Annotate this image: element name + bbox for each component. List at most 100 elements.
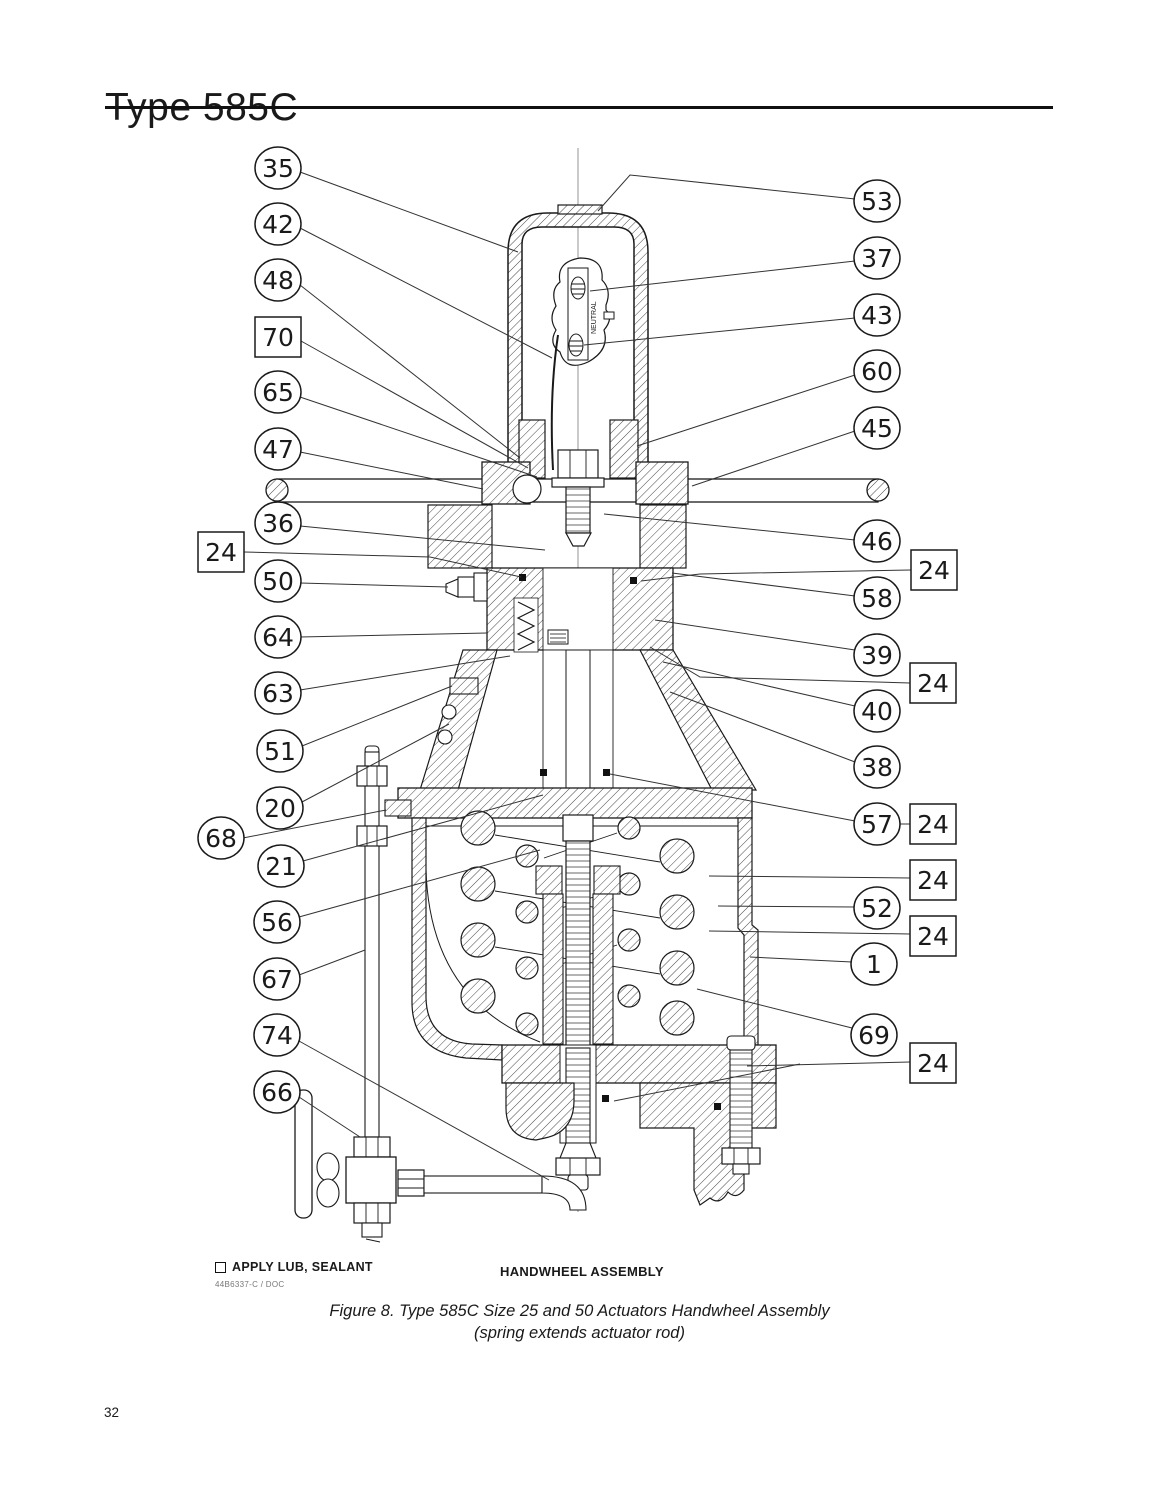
svg-text:24: 24 — [917, 810, 949, 839]
callout-46: 46 — [853, 519, 901, 563]
actuator-rod — [535, 814, 621, 1191]
svg-text:51: 51 — [264, 737, 296, 766]
callout-65: 65 — [254, 370, 302, 414]
svg-text:20: 20 — [264, 794, 296, 823]
svg-text:37: 37 — [861, 244, 893, 273]
svg-text:24: 24 — [917, 922, 949, 951]
page-number: 32 — [104, 1405, 120, 1420]
plate-screw-lower — [568, 333, 584, 357]
svg-text:63: 63 — [262, 679, 294, 708]
callout-24: 24 — [910, 549, 958, 591]
callout-bubbles: 35 42 48 70 65 47 36 24 50 64 63 51 20 68 21 56 67 74 66 53… — [197, 146, 958, 1114]
callout-38: 38 — [853, 745, 901, 789]
svg-text:64: 64 — [262, 623, 294, 652]
callout-40: 40 — [853, 689, 901, 733]
svg-text:74: 74 — [261, 1021, 293, 1050]
legend-note-text: APPLY LUB, SEALANT — [232, 1260, 373, 1274]
callout-24: 24 — [909, 662, 957, 704]
svg-text:21: 21 — [265, 852, 297, 881]
svg-text:36: 36 — [262, 509, 294, 538]
callout-70: 70 — [254, 316, 302, 358]
callout-36: 36 — [254, 501, 302, 545]
figure-caption-line2: (spring extends actuator rod) — [474, 1324, 685, 1342]
svg-text:24: 24 — [917, 1049, 949, 1078]
callout-69: 69 — [850, 1013, 898, 1057]
callout-24: 24 — [909, 915, 957, 957]
callout-43: 43 — [853, 293, 901, 337]
svg-text:24: 24 — [917, 669, 949, 698]
svg-text:68: 68 — [205, 824, 237, 853]
callout-47: 47 — [254, 427, 302, 471]
svg-text:43: 43 — [861, 301, 893, 330]
callout-48: 48 — [254, 258, 302, 302]
svg-text:1: 1 — [866, 950, 882, 979]
svg-text:42: 42 — [262, 210, 294, 239]
plate-label: NEUTRAL — [591, 301, 598, 334]
svg-text:35: 35 — [262, 154, 294, 183]
callout-63: 63 — [254, 671, 302, 715]
bleed-valve-body — [345, 1156, 397, 1204]
static-drawing: NEUTRAL — [265, 148, 890, 1243]
grease-fitting — [445, 572, 488, 602]
doc-number: 44B6337-C / DOC — [215, 1280, 285, 1289]
svg-text:70: 70 — [262, 323, 294, 352]
callout-24: 24 — [197, 531, 245, 573]
callout-1: 1 — [850, 942, 898, 986]
svg-text:60: 60 — [861, 357, 893, 386]
callout-51: 51 — [256, 729, 304, 773]
center-bolt — [551, 449, 605, 547]
svg-text:50: 50 — [262, 567, 294, 596]
callout-57: 57 — [853, 802, 901, 846]
svg-text:57: 57 — [861, 810, 893, 839]
callout-39: 39 — [853, 633, 901, 677]
callout-74: 74 — [253, 1013, 301, 1057]
callout-66: 66 — [253, 1070, 301, 1114]
callout-50: 50 — [254, 559, 302, 603]
svg-text:69: 69 — [858, 1021, 890, 1050]
svg-text:53: 53 — [861, 187, 893, 216]
spring-coils — [460, 810, 695, 1036]
bleed-pipe-assembly — [294, 745, 587, 1243]
title-rule — [105, 106, 1053, 109]
legend-note: APPLY LUB, SEALANT — [215, 1260, 373, 1274]
svg-text:67: 67 — [261, 965, 293, 994]
svg-text:24: 24 — [205, 538, 237, 567]
leader-lines — [242, 171, 912, 1181]
svg-text:47: 47 — [262, 435, 294, 464]
svg-text:45: 45 — [861, 414, 893, 443]
callout-20: 20 — [256, 786, 304, 830]
plate-screw-upper — [570, 276, 586, 300]
svg-text:48: 48 — [262, 266, 294, 295]
callout-21: 21 — [257, 844, 305, 888]
svg-text:58: 58 — [861, 584, 893, 613]
callout-52: 52 — [853, 886, 901, 930]
neutral-plate — [551, 257, 611, 366]
bleed-valve-handle — [294, 1089, 313, 1219]
svg-text:46: 46 — [861, 527, 893, 556]
callout-42: 42 — [254, 202, 302, 246]
svg-text:66: 66 — [261, 1078, 293, 1107]
figure-caption: Figure 8. Type 585C Size 25 and 50 Actua… — [0, 1300, 1159, 1344]
callout-64: 64 — [254, 615, 302, 659]
svg-text:65: 65 — [262, 378, 294, 407]
callout-24: 24 — [909, 859, 957, 901]
figure-caption-line1: Figure 8. Type 585C Size 25 and 50 Actua… — [329, 1302, 830, 1320]
svg-text:38: 38 — [861, 753, 893, 782]
callout-24: 24 — [909, 1042, 957, 1084]
callout-45: 45 — [853, 406, 901, 450]
callout-37: 37 — [853, 236, 901, 280]
svg-text:40: 40 — [861, 697, 893, 726]
callout-60: 60 — [853, 349, 901, 393]
svg-text:52: 52 — [861, 894, 893, 923]
svg-text:24: 24 — [918, 556, 950, 585]
callout-68: 68 — [197, 816, 245, 860]
callout-24: 24 — [909, 803, 957, 845]
callout-58: 58 — [853, 576, 901, 620]
svg-text:39: 39 — [861, 641, 893, 670]
svg-text:24: 24 — [917, 866, 949, 895]
checkbox-square-icon — [215, 1261, 226, 1273]
svg-text:56: 56 — [261, 908, 293, 937]
callout-67: 67 — [253, 957, 301, 1001]
